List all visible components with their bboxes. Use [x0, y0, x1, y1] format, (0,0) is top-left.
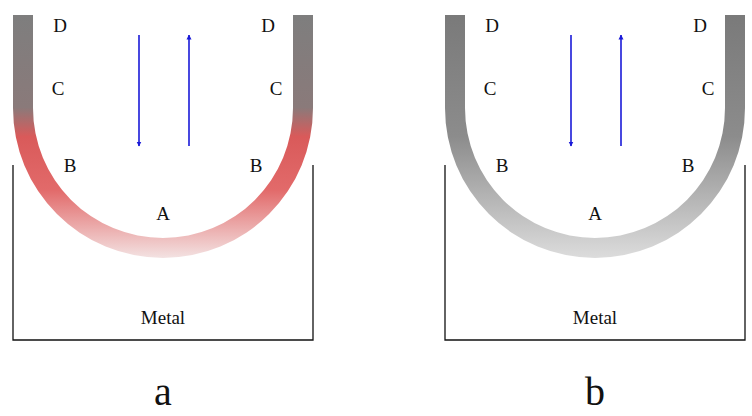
material-label: Metal [141, 307, 185, 329]
panel-letter: a [154, 372, 172, 412]
point-letter: D [53, 16, 67, 35]
point-letter: B [250, 156, 263, 175]
point-letter: D [261, 16, 275, 35]
metal-block: Metal [450, 301, 740, 335]
up-arrow [620, 35, 622, 146]
point-letter: C [52, 79, 65, 98]
point-letter: C [484, 79, 497, 98]
down-arrow [570, 35, 572, 146]
metal-block: Metal [18, 301, 308, 335]
point-letter: A [588, 204, 602, 223]
point-letter: A [156, 204, 170, 223]
point-letter: B [682, 156, 695, 175]
point-letter: C [270, 79, 283, 98]
point-letter: B [64, 156, 77, 175]
point-letter: C [702, 79, 715, 98]
down-arrow [138, 35, 140, 146]
material-label: Metal [573, 307, 617, 329]
panel-letter: b [585, 372, 605, 412]
up-arrow [188, 35, 190, 146]
u-tube [13, 15, 313, 258]
point-letter: D [485, 16, 499, 35]
point-letter: B [496, 156, 509, 175]
u-tube [445, 15, 745, 258]
point-letter: D [693, 16, 707, 35]
